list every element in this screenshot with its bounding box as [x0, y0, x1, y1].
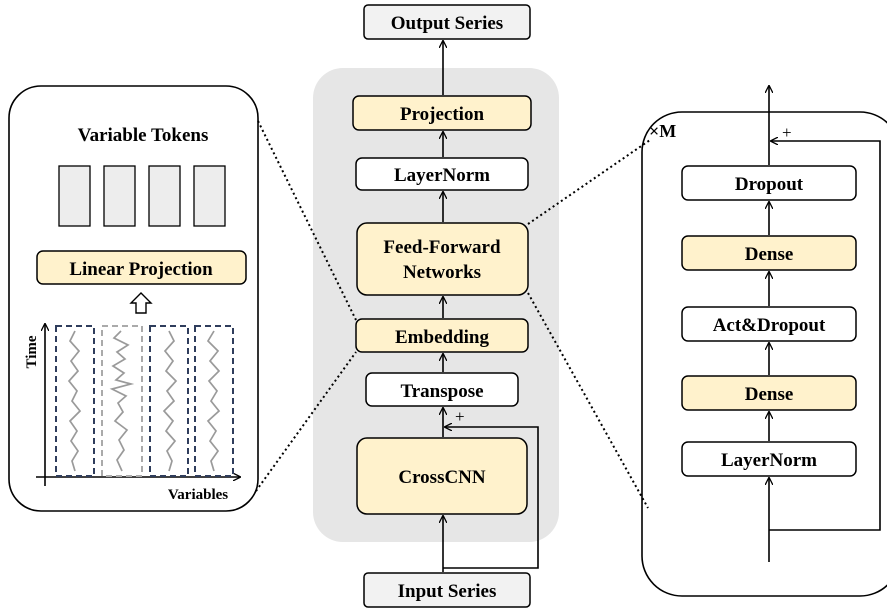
- variable-column-dashed: [101, 325, 143, 477]
- waveform: [109, 330, 135, 472]
- feed-forward-label-line1: Feed-Forward: [383, 237, 501, 258]
- token-block: [103, 165, 136, 227]
- projection-label: Projection: [400, 104, 484, 125]
- projection-box: [352, 95, 532, 131]
- embedding-box: [355, 318, 529, 353]
- act-dropout-label: Act&Dropout: [713, 315, 826, 336]
- variable-tokens-panel: [8, 85, 259, 512]
- left-zoom-connectors: [255, 120, 357, 492]
- variable-tokens-title: Variable Tokens: [78, 125, 209, 146]
- variable-column-dashed: [149, 325, 189, 477]
- act-dropout-box: [681, 306, 857, 342]
- variable-waveforms: [67, 330, 221, 472]
- repeat-label: ×M: [649, 121, 676, 141]
- token-blocks: [58, 165, 226, 227]
- waveform: [162, 330, 178, 472]
- right-plus-sign: +: [782, 123, 792, 142]
- dense-bottom-label: Dense: [745, 384, 794, 405]
- token-block: [148, 165, 181, 227]
- feed-forward-box: [356, 222, 529, 296]
- right-arrows: [769, 86, 881, 562]
- variable-column-dashed: [55, 325, 95, 477]
- variables-axis-label: Variables: [168, 487, 228, 503]
- variable-column-dashed: [194, 325, 234, 477]
- layernorm-box: [355, 157, 529, 191]
- center-plus-sign: +: [455, 407, 465, 426]
- right-layernorm-box: [681, 441, 857, 477]
- hollow-up-arrow-icon: [129, 292, 153, 314]
- waveform: [67, 330, 82, 472]
- variable-columns: [55, 325, 234, 477]
- input-series-box: [363, 572, 531, 608]
- right-layernorm-label: LayerNorm: [721, 450, 817, 471]
- crosscnn-label: CrossCNN: [398, 467, 486, 488]
- input-series-label: Input Series: [398, 581, 497, 602]
- token-block: [58, 165, 91, 227]
- center-arrows: [443, 41, 539, 572]
- transpose-box: [365, 372, 519, 407]
- layernorm-label: LayerNorm: [394, 165, 490, 186]
- dense-top-label: Dense: [745, 244, 794, 265]
- time-axis-label: Time: [24, 335, 40, 368]
- waveform: [206, 330, 221, 472]
- feed-forward-label-line2: Networks: [403, 262, 481, 283]
- output-series-box: [363, 4, 531, 40]
- crosscnn-box: [356, 437, 528, 515]
- linear-projection-label: Linear Projection: [69, 259, 213, 280]
- right-zoom-connectors: [527, 139, 651, 509]
- dropout-box: [681, 165, 857, 201]
- dense-top-box: [681, 235, 857, 271]
- dropout-label: Dropout: [735, 174, 804, 195]
- token-block: [193, 165, 226, 227]
- transpose-label: Transpose: [400, 381, 483, 402]
- output-series-label: Output Series: [391, 13, 503, 34]
- linear-projection-box: [36, 250, 247, 285]
- embedding-label: Embedding: [395, 327, 489, 348]
- dense-bottom-box: [681, 375, 857, 411]
